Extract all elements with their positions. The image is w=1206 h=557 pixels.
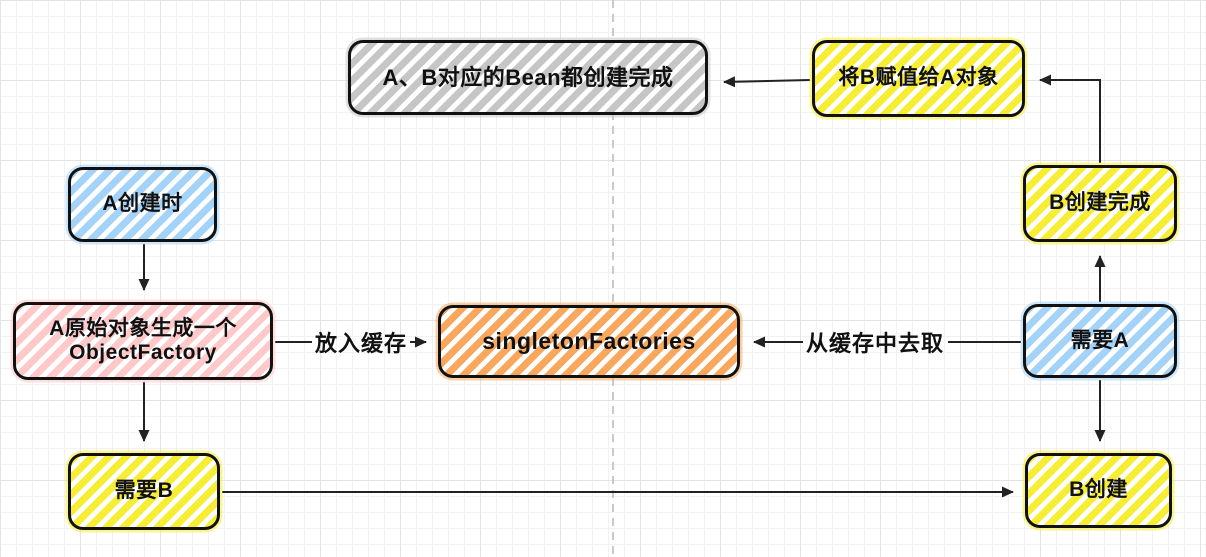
node-a-factory-line2: ObjectFactory (69, 341, 217, 364)
node-b-done[interactable]: B创建完成 (1023, 165, 1177, 242)
node-singleton-factories-label: singletonFactories (482, 328, 696, 355)
node-need-b[interactable]: 需要B (68, 453, 220, 530)
node-singleton-factories[interactable]: singletonFactories (438, 305, 740, 378)
edge-assign-b-to-bean-done (723, 76, 811, 88)
edge-label-get-cache[interactable]: 从缓存中去取 (805, 331, 945, 356)
node-b-done-label: B创建完成 (1049, 191, 1151, 215)
node-b-create[interactable]: B创建 (1025, 453, 1172, 528)
edge-b-done-to-assign-b (1039, 74, 1101, 163)
edge-label-put-cache[interactable]: 放入缓存 (314, 331, 408, 356)
node-need-a-label: 需要A (1070, 328, 1130, 352)
node-assign-b-to-a[interactable]: 将B赋值给A对象 (812, 40, 1025, 117)
node-a-factory-line1: A原始对象生成一个 (49, 316, 237, 340)
node-need-a[interactable]: 需要A (1023, 304, 1177, 378)
node-bean-done-label: A、B对应的Bean都创建完成 (382, 64, 674, 90)
node-a-factory[interactable]: A原始对象生成一个 ObjectFactory (13, 302, 273, 380)
node-a-create-label: A创建时 (102, 192, 183, 216)
node-b-create-label: B创建 (1069, 478, 1128, 502)
node-bean-done[interactable]: A、B对应的Bean都创建完成 (348, 40, 708, 115)
node-need-b-label: 需要B (114, 479, 174, 503)
node-a-create[interactable]: A创建时 (68, 167, 217, 242)
node-assign-b-to-a-label: 将B赋值给A对象 (838, 66, 999, 90)
